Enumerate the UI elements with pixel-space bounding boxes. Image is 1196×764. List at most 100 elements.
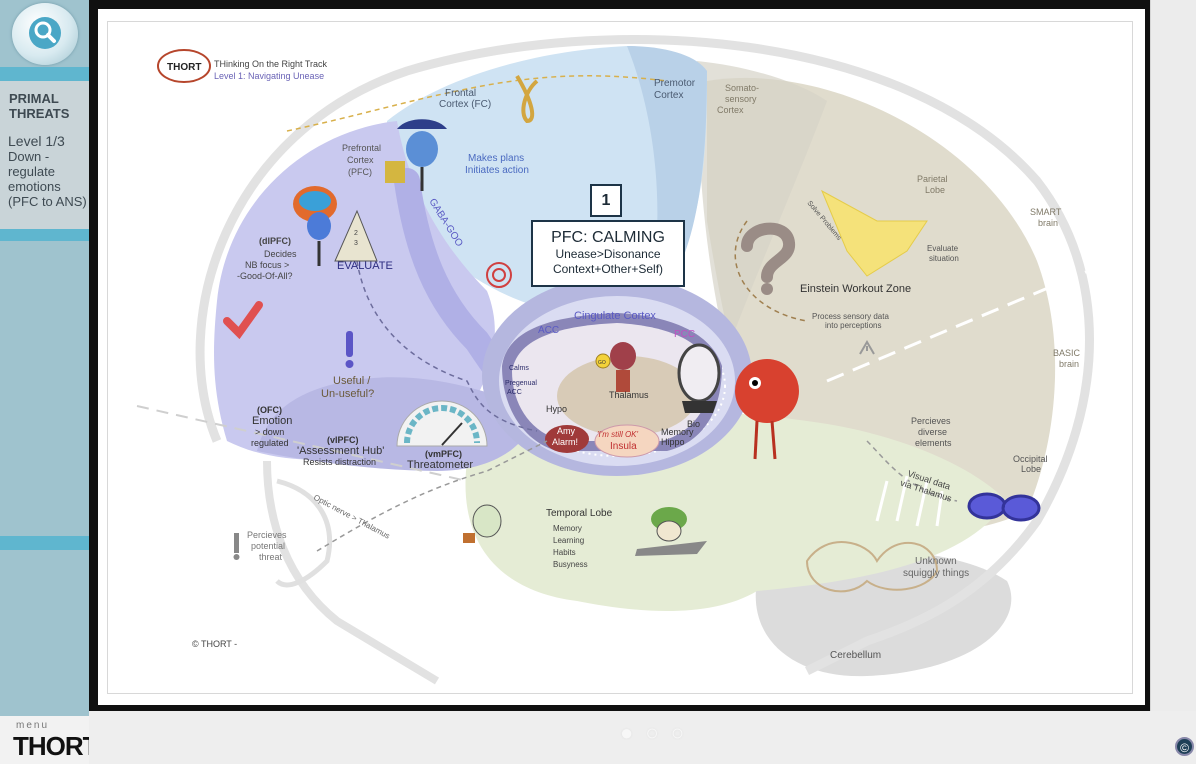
dlpfc-label: Decides [264, 249, 297, 259]
sidebar-level-info: Level 1/3 Down - regulate emotions (PFC … [8, 133, 88, 210]
thort-logo-text: THORT [167, 62, 201, 73]
thort-logo-icon: THORT [157, 49, 211, 83]
percieves-threat-label: Percieves [247, 530, 287, 540]
insula [594, 424, 660, 458]
process-sensory-label: into perceptions [825, 321, 881, 330]
sidebar-info-panel [0, 81, 89, 229]
parietal-label: Lobe [925, 185, 945, 195]
premotor-region [627, 46, 707, 311]
menu-logo[interactable]: THORT [13, 731, 99, 761]
dlpfc-label: NB focus > [245, 260, 289, 270]
threatometer-label: Threatometer [407, 459, 473, 471]
thalamus-area [557, 356, 697, 436]
optic-dashed [316, 440, 548, 552]
calms-label: Calms [509, 365, 529, 372]
threatometer-icon [396, 400, 488, 447]
pfc-label: Prefrontal [342, 143, 381, 153]
dashed-arc [286, 75, 668, 132]
pfc-calming-callout[interactable]: PFC: CALMING Unease>Disonance Context+Ot… [531, 220, 685, 287]
pregenual-label: ACC [507, 389, 522, 396]
pfc-label: (PFC) [348, 167, 372, 177]
spiral-icon [486, 262, 512, 288]
vlpfc-label: 'Assessment Hub' [297, 445, 384, 457]
ofc-label: > down [255, 427, 284, 437]
amy-label: Amy [557, 426, 576, 436]
dlpfc-label: (dlPFC) [259, 236, 291, 246]
squiggly-things-icon [805, 475, 944, 593]
header-title: THinking On the Right Track [214, 59, 328, 69]
einstein-label: Einstein Workout Zone [800, 283, 911, 295]
seagull-icon [515, 74, 539, 124]
insula-label: Insula [610, 441, 637, 452]
keyboard-character-icon [635, 507, 707, 556]
somatosensory-region [697, 61, 827, 351]
basic-brain-label: BASIC [1053, 348, 1081, 358]
dashed-path [356, 260, 538, 432]
go-label: GO [598, 360, 606, 366]
evaluate-situation-label: Evaluate [927, 244, 959, 253]
green-character-icon [463, 504, 502, 543]
svg-text:2: 2 [354, 230, 358, 237]
dashed-divider [136, 405, 468, 482]
pfc-label: Cortex [347, 155, 374, 165]
still-ok-label: 'I'm still OK' [597, 430, 639, 439]
frontal-cortex-label: Cortex (FC) [439, 99, 491, 110]
ofc-label: regulated [251, 438, 289, 448]
menu-label[interactable]: menu [16, 720, 50, 731]
sidebar-desc-line: emotions [8, 179, 61, 194]
einstein-dashed [734, 220, 808, 322]
red-bird-icon [735, 359, 799, 460]
useful-label: Useful / [333, 375, 371, 387]
cerebellum-label: Cerebellum [830, 650, 881, 661]
head-outline [195, 35, 1094, 676]
svg-text:3: 3 [354, 240, 358, 247]
sidebar-desc-line: (PFC to ANS) [8, 194, 87, 209]
callout-line: Context+Other+Self) [552, 262, 664, 276]
squiggly-label: squiggly things [903, 568, 969, 579]
memory-label: Memory [661, 427, 694, 437]
slide-inner-border [107, 21, 1133, 694]
copyright-button[interactable]: © [1175, 737, 1194, 756]
smart-basic-divider [826, 259, 1113, 383]
question-mark-icon [741, 222, 795, 295]
percieves-threat-label: threat [259, 552, 283, 562]
process-sensory-label: Process sensory data [812, 312, 889, 321]
menu-button[interactable] [0, 716, 89, 764]
up-arrow-icon [859, 340, 875, 355]
callout-line: Unease>Disonance [555, 247, 661, 261]
occipital-label: Occipital [1013, 454, 1048, 464]
alarm-label: Alarm! [552, 437, 578, 447]
search-button[interactable] [12, 3, 78, 65]
frontal-cortex-label: Frontal [445, 88, 476, 99]
premotor-label: Cortex [654, 90, 683, 101]
sidebar-level: Level 1/3 [8, 133, 65, 149]
smart-brain-label: brain [1038, 218, 1058, 228]
basic-brain-label: brain [1059, 359, 1079, 369]
bottom-bar [89, 711, 1196, 764]
callout-number-badge[interactable]: 1 [590, 184, 622, 217]
checkmark-icon [223, 301, 263, 340]
page-indicator[interactable]: ● ○ ○ [620, 720, 688, 745]
neck-outline [263, 460, 440, 685]
bio-label: Bio [687, 419, 700, 429]
thalamus-label: Thalamus [609, 390, 649, 400]
vmpfc-label: (vmPFC) [425, 449, 462, 459]
somatosensory-label: Cortex [717, 105, 744, 115]
face-outline [275, 478, 333, 588]
sidebar-stripe [0, 67, 89, 81]
temporal-item: Learning [553, 536, 584, 545]
occipital-label: Lobe [1021, 464, 1041, 474]
sidebar-title-line: THREATS [9, 106, 70, 121]
dlpfc-label: -Good-Of-All? [237, 271, 293, 281]
occipital-dashed [866, 440, 958, 502]
captain-character-icon [385, 119, 447, 191]
percieves-diverse-label: elements [915, 438, 952, 448]
sidebar-title-line: PRIMAL [9, 91, 59, 106]
makes-plans-label: Makes plans [468, 153, 524, 164]
glasses-icon [967, 492, 1041, 522]
somatosensory-label: Somato- [725, 83, 759, 93]
acc-label: ACC [538, 325, 559, 336]
exclamation-small-icon [233, 533, 240, 560]
temporal-lobe-label: Temporal Lobe [546, 508, 613, 519]
bio-memory-icon [677, 343, 721, 413]
